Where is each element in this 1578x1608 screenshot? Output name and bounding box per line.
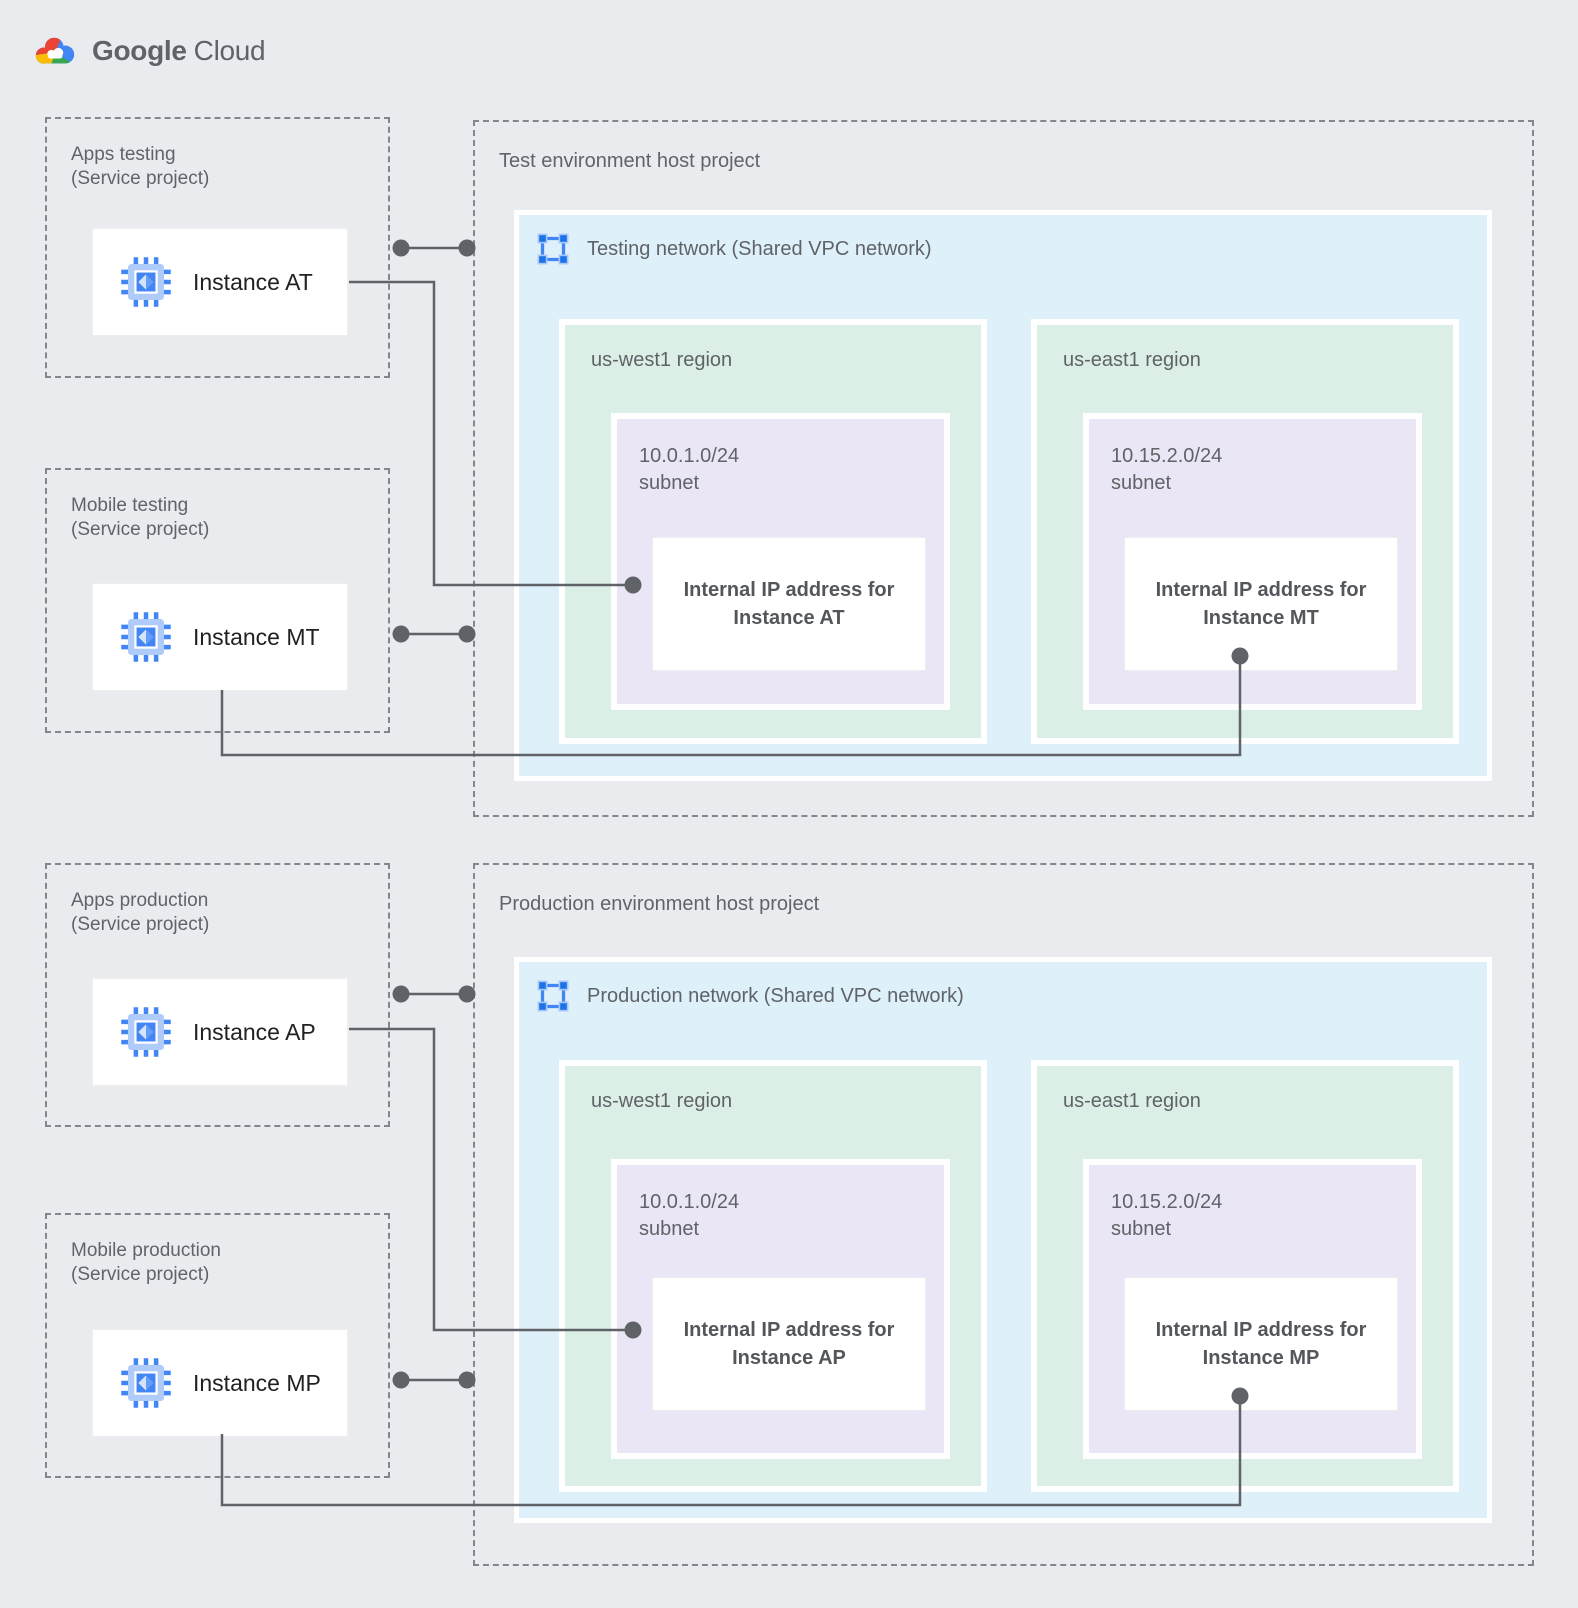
subnet-cidr: 10.0.1.0/24 — [639, 1191, 740, 1213]
testing-network-box: Testing network (Shared VPC network) us-… — [514, 210, 1492, 781]
subnet-word: subnet — [639, 472, 700, 494]
apps-production-label: Apps production (Service project) — [71, 889, 209, 937]
subnet-cidr: 10.15.2.0/24 — [1111, 445, 1223, 467]
internal-ip-mt-box: Internal IP address for Instance MT — [1124, 537, 1398, 671]
instance-at-card: Instance AT — [91, 227, 349, 337]
production-east-subnet-box: 10.15.2.0/24 subnet Internal IP address … — [1083, 1159, 1422, 1459]
compute-engine-icon — [121, 612, 171, 662]
production-network-header: Production network (Shared VPC network) — [535, 978, 964, 1014]
internal-ip-ap-box: Internal IP address for Instance AP — [652, 1277, 926, 1411]
subnet-word: subnet — [1111, 472, 1172, 494]
subnet-cidr: 10.0.1.0/24 — [639, 445, 740, 467]
subnet-label: 10.0.1.0/24 subnet — [639, 1189, 739, 1243]
project-type: (Service project) — [71, 168, 210, 189]
ip-text-line2: Instance AP — [732, 1347, 846, 1369]
compute-engine-icon — [121, 1007, 171, 1057]
vpc-network-icon — [537, 980, 569, 1012]
project-name: Mobile testing — [71, 495, 189, 516]
connector-dot — [392, 985, 410, 1003]
subnet-cidr: 10.15.2.0/24 — [1111, 1191, 1223, 1213]
connector-dot — [392, 239, 410, 257]
connector-dot — [392, 625, 410, 643]
production-west-subnet-box: 10.0.1.0/24 subnet Internal IP address f… — [611, 1159, 950, 1459]
ip-text-line1: Internal IP address for — [683, 579, 895, 601]
production-network-box: Production network (Shared VPC network) … — [514, 957, 1492, 1523]
compute-engine-icon — [121, 257, 171, 307]
subnet-label: 10.15.2.0/24 subnet — [1111, 443, 1222, 497]
network-label: Production network (Shared VPC network) — [587, 984, 964, 1007]
logo-cloud: Cloud — [193, 35, 266, 66]
instance-label: Instance MP — [193, 1369, 321, 1396]
ip-text-line1: Internal IP address for — [1155, 1319, 1367, 1341]
instance-label: Instance AT — [193, 268, 313, 295]
apps-testing-project-box: Apps testing (Service project) Instance … — [45, 117, 390, 378]
ip-text-line1: Internal IP address for — [1155, 579, 1367, 601]
testing-network-header: Testing network (Shared VPC network) — [535, 231, 932, 267]
ip-text-line2: Instance MP — [1202, 1347, 1320, 1369]
vpc-network-icon — [537, 233, 569, 265]
production-host-project-label: Production environment host project — [499, 893, 820, 915]
internal-ip-at-box: Internal IP address for Instance AT — [652, 537, 926, 671]
apps-production-project-box: Apps production (Service project) Instan… — [45, 863, 390, 1127]
region-label: us-west1 region — [591, 1090, 733, 1112]
region-label: us-east1 region — [1063, 349, 1201, 371]
subnet-label: 10.0.1.0/24 subnet — [639, 443, 739, 497]
subnet-label: 10.15.2.0/24 subnet — [1111, 1189, 1222, 1243]
mobile-production-label: Mobile production (Service project) — [71, 1239, 221, 1287]
test-host-project-label: Test environment host project — [499, 150, 761, 172]
ip-text-line1: Internal IP address for — [683, 1319, 895, 1341]
apps-testing-label: Apps testing (Service project) — [71, 143, 209, 191]
project-name: Apps testing — [71, 144, 176, 165]
internal-ip-mp-box: Internal IP address for Instance MP — [1124, 1277, 1398, 1411]
instance-label: Instance MT — [193, 623, 320, 650]
region-label: us-east1 region — [1063, 1090, 1201, 1112]
production-host-project-box: Production environment host project Prod… — [473, 863, 1534, 1566]
instance-mp-card: Instance MP — [91, 1328, 349, 1438]
logo-google: Google — [92, 35, 187, 66]
project-name: Apps production — [71, 890, 209, 911]
instance-ap-card: Instance AP — [91, 977, 349, 1087]
project-type: (Service project) — [71, 914, 210, 935]
region-label: us-west1 region — [591, 349, 733, 371]
compute-engine-icon — [121, 1358, 171, 1408]
project-name: Mobile production — [71, 1240, 221, 1261]
production-us-east1-region-box: us-east1 region 10.15.2.0/24 subnet Inte… — [1031, 1060, 1459, 1492]
connector-dot — [392, 1371, 410, 1389]
instance-label: Instance AP — [193, 1018, 316, 1045]
test-us-west1-region-box: us-west1 region 10.0.1.0/24 subnet Inter… — [559, 319, 987, 744]
project-type: (Service project) — [71, 1264, 210, 1285]
network-label: Testing network (Shared VPC network) — [587, 237, 932, 260]
test-west-subnet-box: 10.0.1.0/24 subnet Internal IP address f… — [611, 413, 950, 710]
google-cloud-icon — [35, 37, 75, 64]
test-host-project-box: Test environment host project Testing ne… — [473, 120, 1534, 817]
production-us-west1-region-box: us-west1 region 10.0.1.0/24 subnet Inter… — [559, 1060, 987, 1492]
ip-text-line2: Instance MT — [1203, 607, 1319, 629]
project-type: (Service project) — [71, 519, 210, 540]
instance-mt-card: Instance MT — [91, 582, 349, 692]
subnet-word: subnet — [639, 1218, 700, 1240]
ip-text-line2: Instance AT — [733, 607, 845, 629]
mobile-testing-label: Mobile testing (Service project) — [71, 494, 209, 542]
test-east-subnet-box: 10.15.2.0/24 subnet Internal IP address … — [1083, 413, 1422, 710]
subnet-word: subnet — [1111, 1218, 1172, 1240]
test-us-east1-region-box: us-east1 region 10.15.2.0/24 subnet Inte… — [1031, 319, 1459, 744]
mobile-testing-project-box: Mobile testing (Service project) Instanc… — [45, 468, 390, 733]
mobile-production-project-box: Mobile production (Service project) Inst… — [45, 1213, 390, 1478]
